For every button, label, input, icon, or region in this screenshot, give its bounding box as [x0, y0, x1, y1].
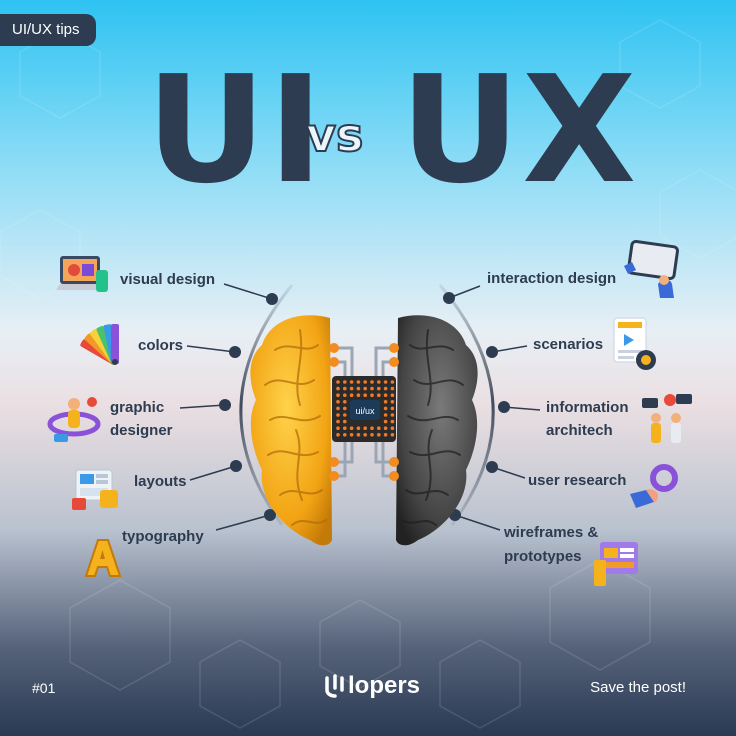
- ux-item-wireframes-line2: prototypes: [504, 548, 582, 565]
- ui-item-graphic-designer-line2: designer: [110, 422, 173, 439]
- typography-icon: [84, 539, 122, 577]
- ux-brain-half: [396, 315, 478, 546]
- color-swatch-icon: [80, 324, 119, 365]
- user-research-icon: [630, 464, 678, 508]
- visual-design-icon: [56, 256, 108, 292]
- title-ui: UI: [146, 44, 326, 216]
- save-post-cta: Save the post!: [590, 679, 686, 696]
- title-vs: vs: [305, 107, 364, 163]
- scenarios-icon: [613, 317, 656, 370]
- cpu-chip: ui/ux: [332, 376, 396, 442]
- information-architecture-icon: [642, 394, 692, 443]
- ux-item-scenarios: scenarios: [533, 336, 604, 353]
- ui-item-visual-design: visual design: [120, 271, 216, 288]
- ux-item-wireframes-line1: wireframes &: [504, 524, 599, 541]
- ui-item-layouts: layouts: [134, 473, 187, 490]
- ux-arc: [438, 284, 495, 526]
- ux-item-information-architech-line2: architech: [546, 422, 613, 439]
- title-ux: UX: [400, 44, 639, 216]
- brand-mark-icon: [325, 674, 344, 698]
- ui-item-graphic-designer-line1: graphic: [110, 399, 165, 416]
- brand-name: lopers: [348, 672, 421, 699]
- ui-arc: [239, 284, 294, 526]
- wireframes-icon: [594, 542, 638, 586]
- ui-item-typography: typography: [122, 528, 204, 545]
- ux-item-user-research: user research: [528, 472, 627, 489]
- ui-item-colors: colors: [138, 337, 184, 354]
- post-number: #01: [32, 680, 56, 696]
- ux-item-information-architech-line1: information: [546, 399, 629, 416]
- ui-brain-half: [250, 315, 332, 546]
- interaction-tablet-icon: [624, 240, 679, 298]
- ux-item-interaction-design: interaction design: [487, 270, 617, 287]
- brand-logo: lopers: [324, 672, 420, 700]
- chip-label: ui/ux: [355, 406, 375, 416]
- category-tag: UI/UX tips: [0, 14, 96, 46]
- layouts-icon: [72, 469, 118, 510]
- graphic-designer-icon: [47, 397, 101, 442]
